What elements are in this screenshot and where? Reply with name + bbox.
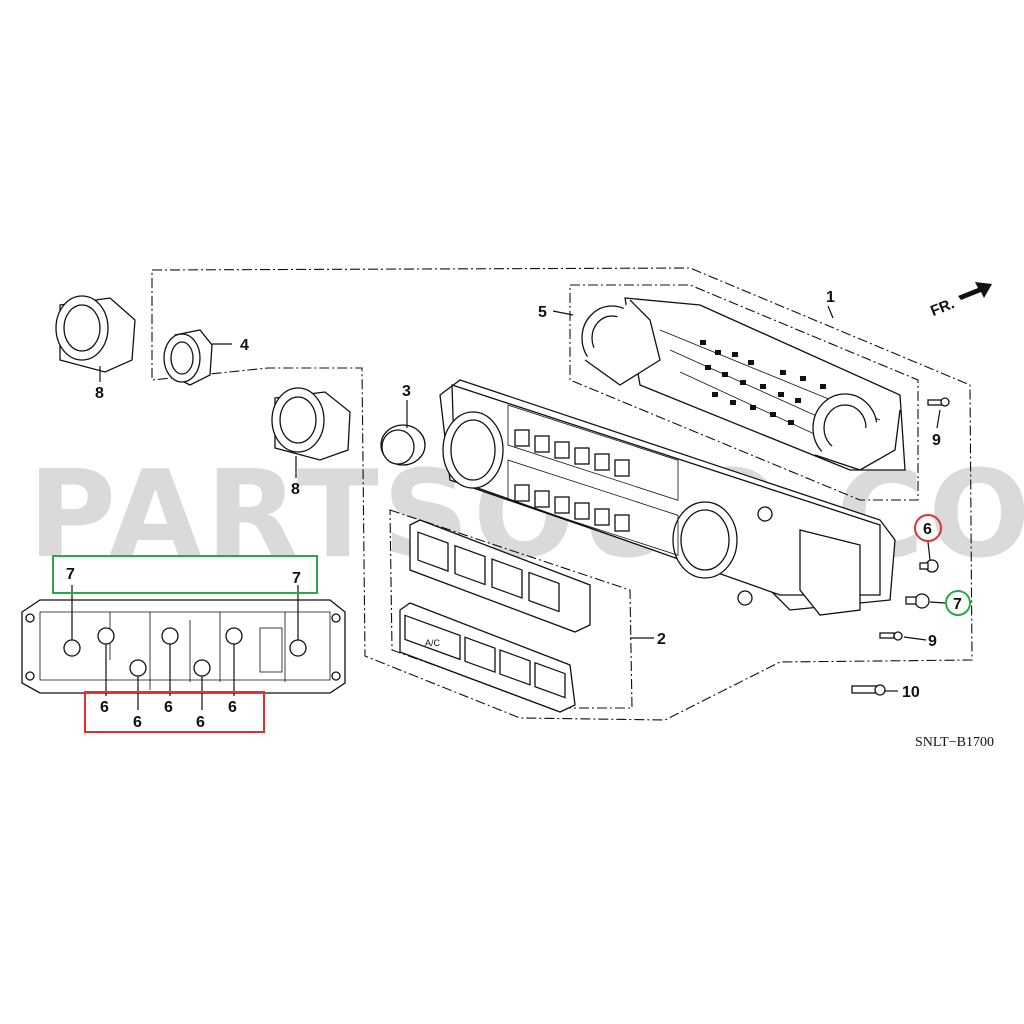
panel-outline <box>389 509 633 709</box>
red-highlight-box <box>84 691 265 733</box>
callout-6-e: 6 <box>228 699 237 716</box>
callout-6-b: 6 <box>133 714 142 731</box>
part-9-screw-top[interactable] <box>927 397 950 407</box>
callout-8-top: 8 <box>95 385 104 402</box>
callout-4: 4 <box>240 337 249 354</box>
front-label: FR. <box>928 295 957 320</box>
assembly-outline <box>151 267 973 721</box>
arrow-icon <box>958 282 992 300</box>
part-5-circuit-board[interactable] <box>569 284 919 501</box>
callout-6-right: 6 <box>923 521 932 538</box>
part-4-ring[interactable] <box>163 329 213 386</box>
part-7-bulb-right[interactable] <box>905 593 930 609</box>
callout-7-right: 7 <box>953 596 962 613</box>
part-3-knob[interactable] <box>380 424 426 466</box>
callout-6-c: 6 <box>164 699 173 716</box>
callout-6-d: 6 <box>196 714 205 731</box>
part-8-ring-middle[interactable] <box>271 387 351 461</box>
callout-2: 2 <box>657 631 666 648</box>
callout-8-middle: 8 <box>291 481 300 498</box>
part-1-control-housing[interactable] <box>439 379 896 616</box>
light-panel-gasket[interactable] <box>21 585 346 710</box>
green-highlight-circle <box>945 590 971 616</box>
callout-6-a: 6 <box>100 699 109 716</box>
callout-7-left-b: 7 <box>292 570 301 587</box>
part-9-screw-bottom[interactable] <box>879 631 903 641</box>
green-highlight-box <box>52 555 318 594</box>
part-8-ring-top[interactable] <box>55 295 136 373</box>
callout-9-bottom: 9 <box>928 633 937 650</box>
part-10-screw[interactable] <box>851 684 886 696</box>
part-6-bulb-right[interactable] <box>919 559 939 573</box>
diagram-code: SNLT−B1700 <box>915 735 994 750</box>
callout-3: 3 <box>402 383 411 400</box>
callout-5: 5 <box>538 304 547 321</box>
red-highlight-circle <box>914 514 942 542</box>
callout-9-top: 9 <box>932 432 941 449</box>
leader-lines <box>99 305 946 692</box>
part-2-switch-panel[interactable]: A/C <box>399 519 591 713</box>
callout-1: 1 <box>826 289 835 306</box>
callout-7-left-a: 7 <box>66 566 75 583</box>
svg-text:A/C: A/C <box>425 638 441 648</box>
front-direction-indicator: FR. <box>928 282 992 320</box>
callout-10: 10 <box>902 684 920 701</box>
